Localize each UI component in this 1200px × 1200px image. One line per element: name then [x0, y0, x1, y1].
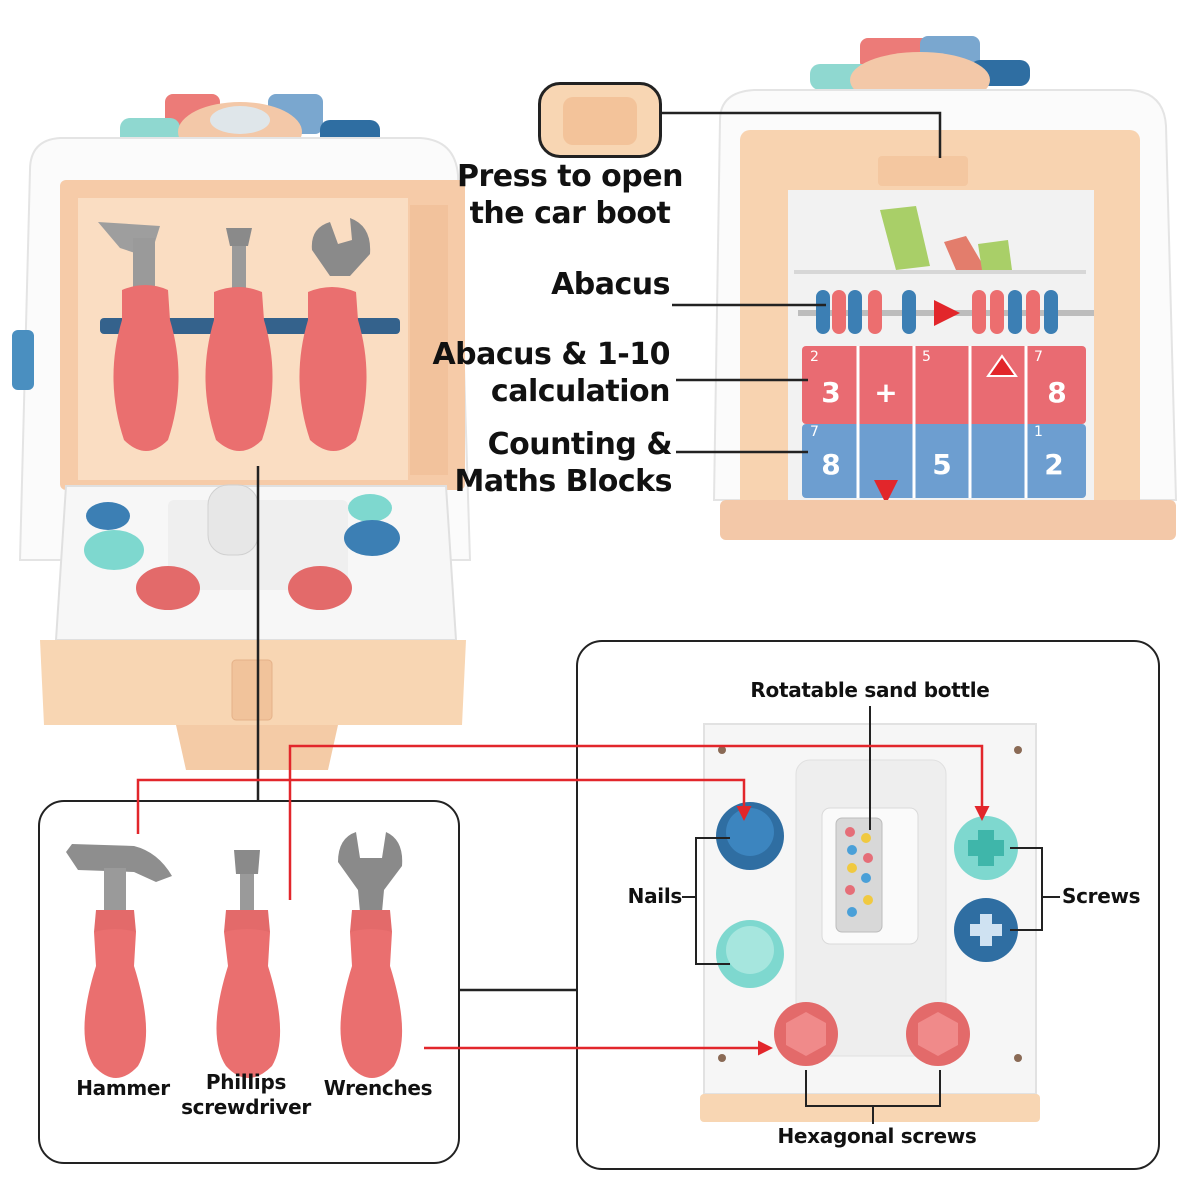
nails-label: Nails [627, 884, 683, 908]
wrenches-label: Wrenches [323, 1076, 433, 1100]
toy-cube-open-photo [0, 0, 520, 770]
rotatable-sand-bottle-label: Rotatable sand bottle [750, 678, 990, 702]
block-bottom-2: 5 [932, 448, 952, 481]
block-top-small-0: 2 [810, 349, 819, 365]
hammer-label: Hammer [76, 1076, 170, 1100]
block-top-small-2: 5 [922, 349, 931, 365]
phillips-screwdriver-label: Phillips screwdriver [181, 1070, 311, 1119]
toy-cube-back-photo [690, 30, 1200, 550]
activity-board-illustration [700, 720, 1040, 1130]
block-bottom-small-0: 7 [810, 424, 819, 440]
car-boot-button-icon [538, 82, 662, 158]
press-to-open-label: Press to open the car boot [457, 159, 683, 231]
block-top-small-4: 7 [1034, 349, 1043, 365]
block-bottom-4: 2 [1044, 448, 1064, 481]
abacus-calculation-label: Abacus & 1-10 calculation [432, 337, 670, 409]
counting-maths-blocks-label: Counting & Maths Blocks [454, 427, 673, 499]
block-top-4: 8 [1047, 376, 1067, 409]
block-bottom-0: 8 [821, 448, 841, 481]
block-bottom-small-4: 1 [1034, 424, 1043, 440]
block-top-1: + [874, 376, 898, 409]
block-top-0: 3 [821, 376, 841, 409]
abacus-label: Abacus [551, 267, 670, 302]
hexagonal-screws-label: Hexagonal screws [777, 1124, 977, 1148]
screws-label: Screws [1062, 884, 1141, 908]
